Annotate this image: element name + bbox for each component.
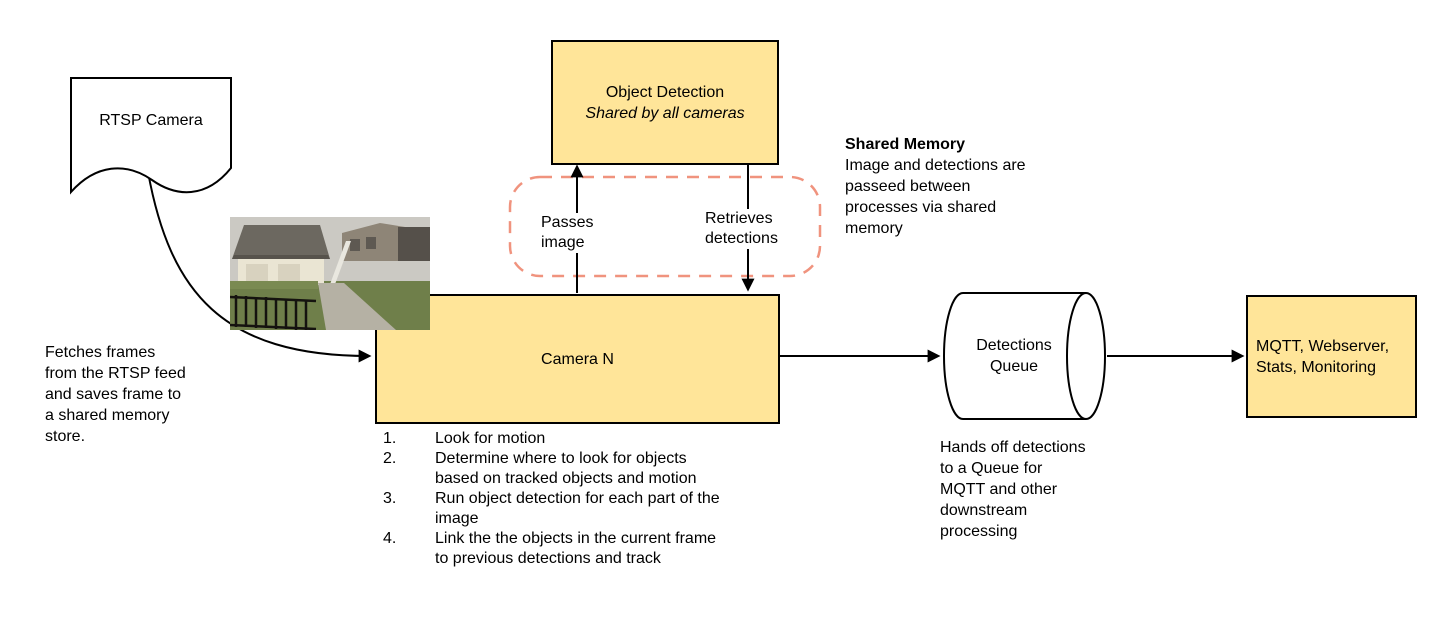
object-detection-subtitle: Shared by all cameras xyxy=(585,104,745,122)
step-text: Look for motion xyxy=(435,430,546,447)
camera-steps-list: 1. Look for motion 2. Determine where to… xyxy=(383,429,730,569)
step-text: Determine where to look for objects base… xyxy=(435,450,697,487)
queue-handoff-note: Hands off detections to a Queue for MQTT… xyxy=(940,439,1086,540)
step-number: 2. xyxy=(383,450,397,467)
object-detection-node: Object Detection Shared by all cameras xyxy=(551,40,779,165)
step-number: 1. xyxy=(383,430,397,447)
object-detection-title: Object Detection xyxy=(605,83,725,101)
shared-memory-title: Shared Memory xyxy=(845,136,966,153)
passes-image-label: Passes image xyxy=(540,213,604,253)
retrieves-detections-label: Retrieves detections xyxy=(704,209,790,249)
rtsp-camera-label: RTSP Camera xyxy=(99,112,203,129)
rtsp-camera-shape xyxy=(70,77,232,195)
mqtt-label: MQTT, Webserver, Stats, Monitoring xyxy=(1256,337,1390,376)
list-item: 2. Determine where to look for objects b… xyxy=(383,449,730,489)
camera-snapshot xyxy=(229,217,430,331)
shared-memory-note: Shared Memory Image and detections are p… xyxy=(845,134,1045,239)
step-text: Run object detection for each part of th… xyxy=(435,490,720,527)
detections-queue-label: Detections Queue xyxy=(976,337,1052,375)
camera-n-node: Camera N xyxy=(375,294,780,424)
list-item: 4. Link the the objects in the current f… xyxy=(383,529,730,569)
list-item: 3. Run object detection for each part of… xyxy=(383,489,730,529)
shared-memory-body: Image and detections are passeed between… xyxy=(845,157,1026,237)
fetch-frames-note: Fetches frames from the RTSP feed and sa… xyxy=(45,344,186,445)
step-number: 4. xyxy=(383,530,397,547)
list-item: 1. Look for motion xyxy=(383,429,730,449)
camera-snapshot-image xyxy=(229,217,430,331)
step-text: Link the the objects in the current fram… xyxy=(435,530,717,567)
detections-queue-cap xyxy=(1066,292,1106,420)
camera-n-label: Camera N xyxy=(541,350,614,368)
step-number: 3. xyxy=(383,490,397,507)
mqtt-node: MQTT, Webserver, Stats, Monitoring xyxy=(1246,295,1417,418)
